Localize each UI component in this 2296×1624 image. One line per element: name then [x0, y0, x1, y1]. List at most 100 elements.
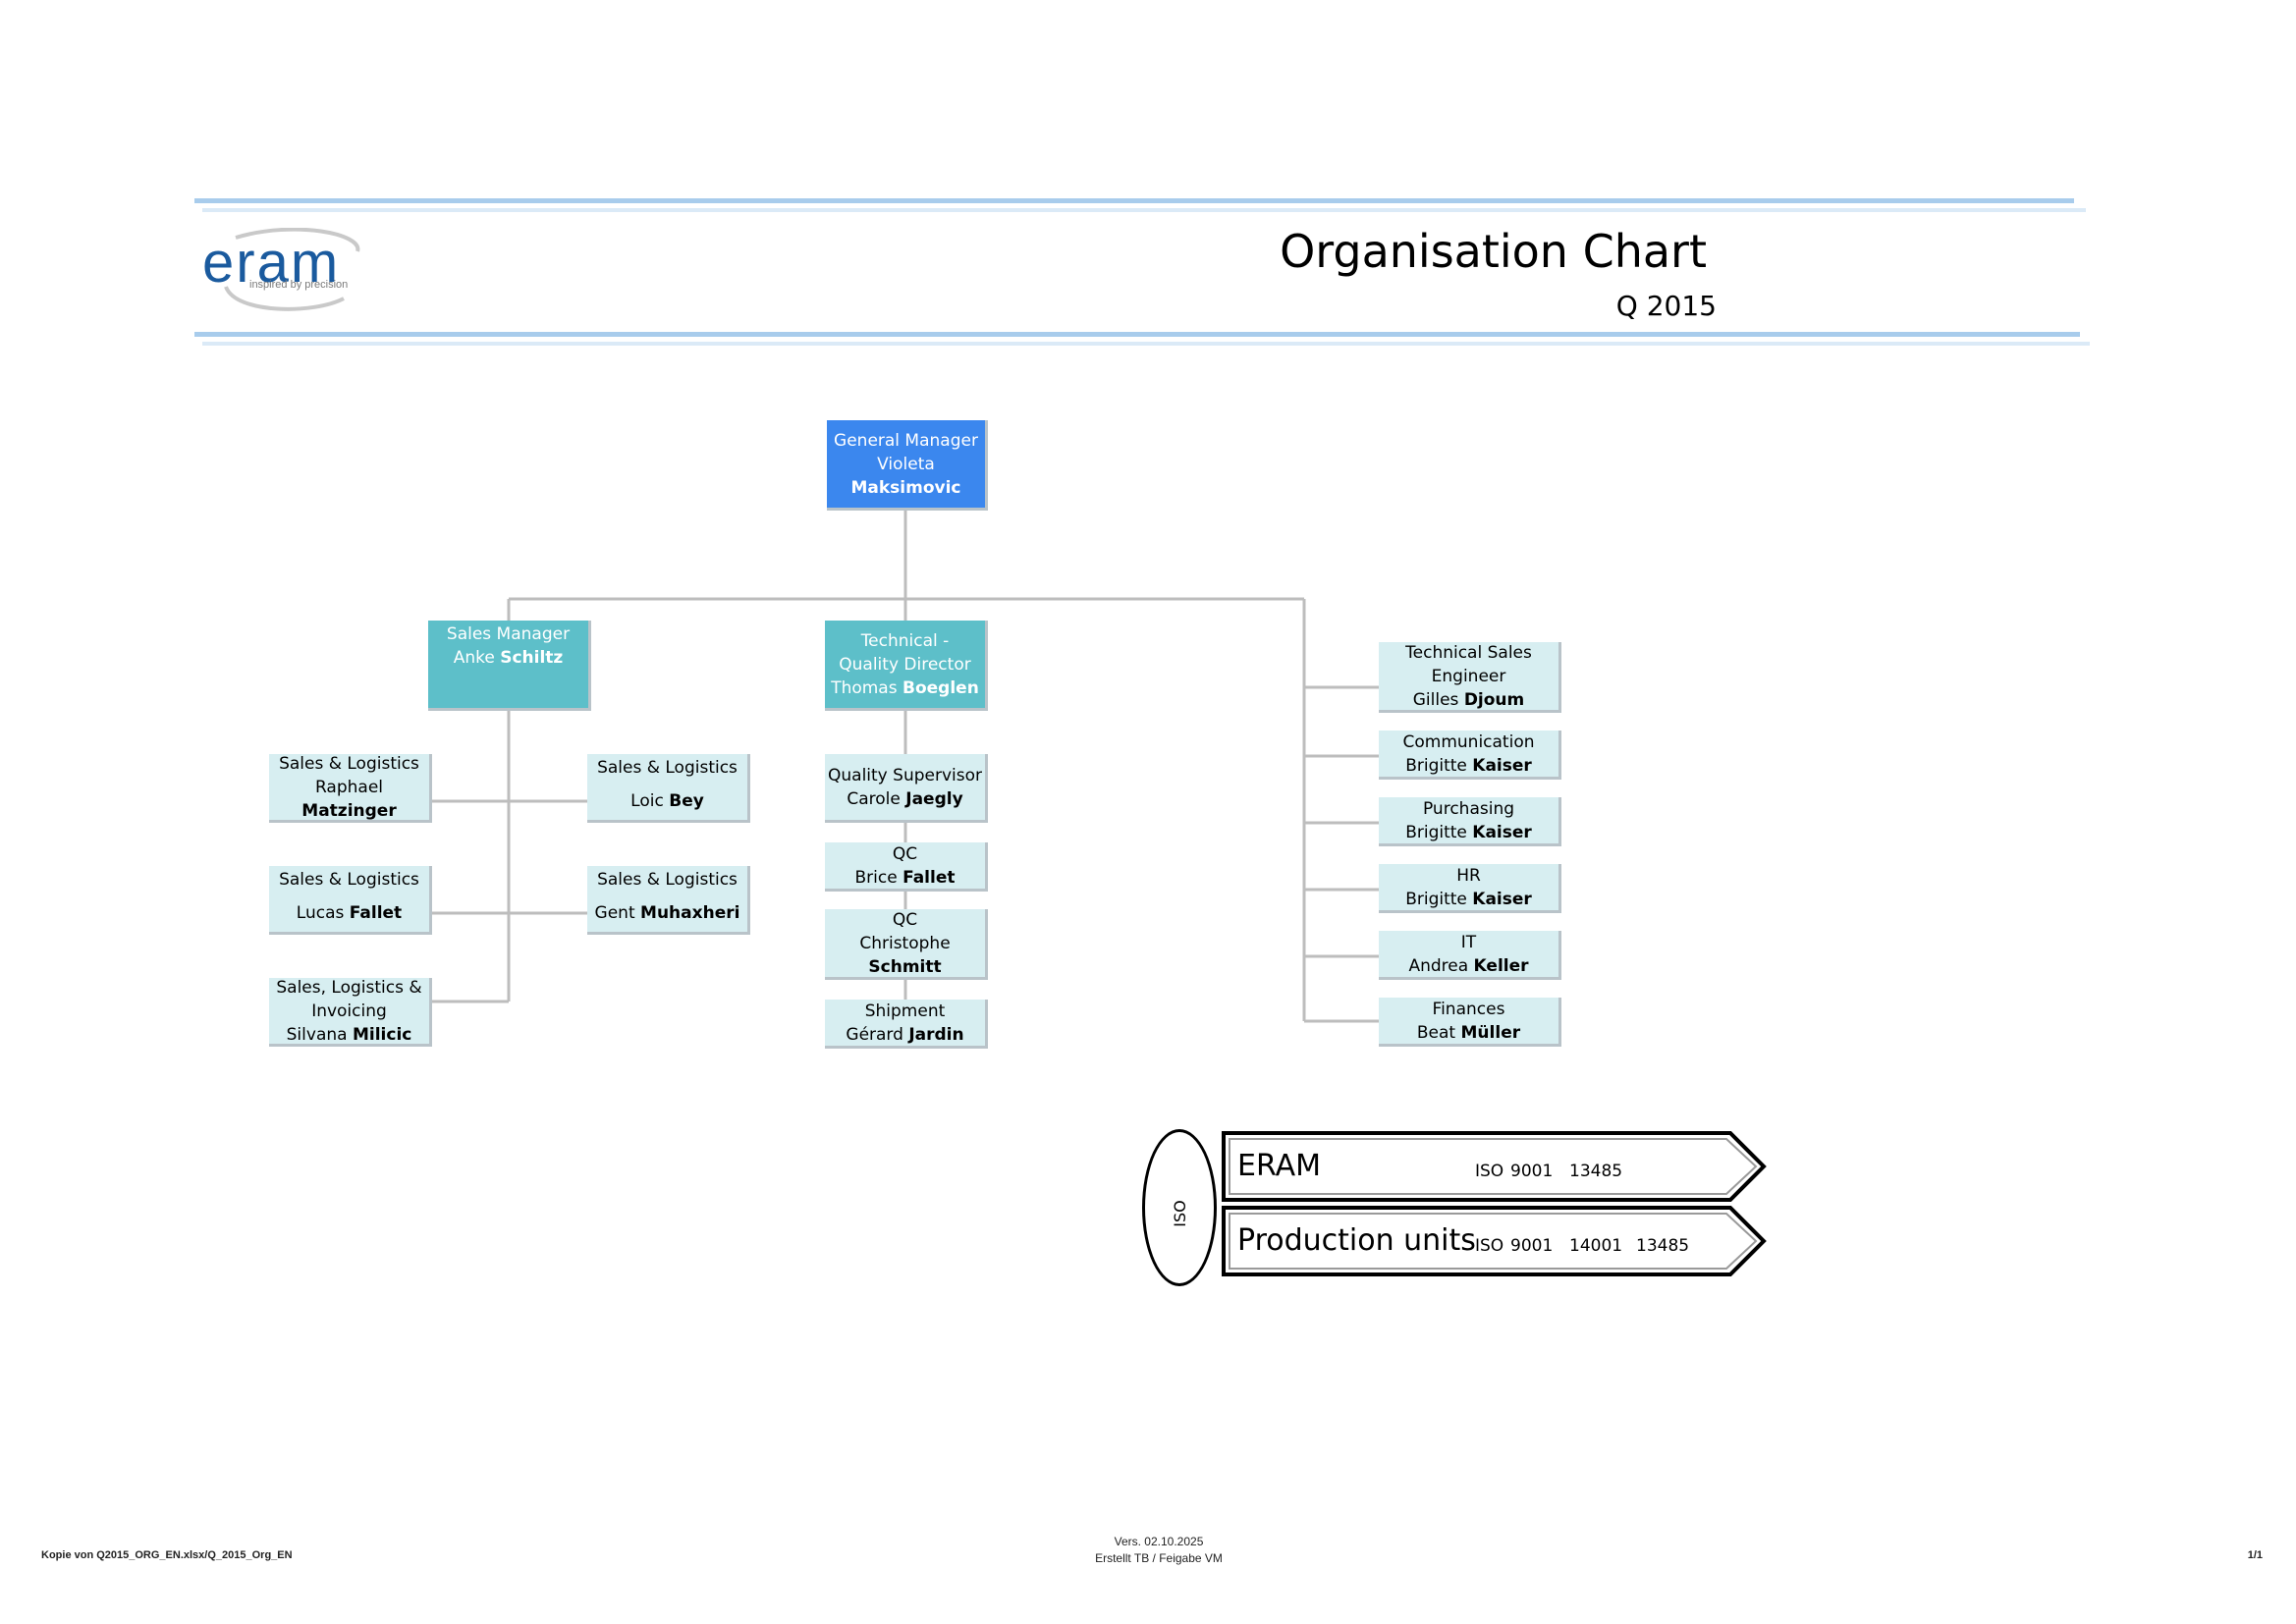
person-first-name: Brice — [854, 867, 898, 888]
sales-staff-box: Sales, Logistics & Invoicing Silvana Mil… — [269, 978, 432, 1047]
iso-row-eram-std: 9001 — [1510, 1162, 1554, 1181]
footer-created: Erstellt TB / Feigabe VM — [1095, 1551, 1223, 1565]
role-title: Technical Sales Engineer — [1405, 642, 1532, 686]
iso-row-production-std: 9001 — [1510, 1236, 1554, 1256]
person-last-name: Djoum — [1463, 689, 1525, 710]
person-last-name: Schiltz — [500, 648, 564, 668]
role-title: Communication — [1402, 731, 1535, 752]
person-last-name: Muhaxheri — [640, 903, 740, 923]
person-last-name: Bey — [669, 791, 704, 811]
person-last-name: Matzinger — [301, 800, 397, 821]
role-title: Sales & Logistics — [279, 870, 419, 890]
role-title: Sales & Logistics — [597, 870, 738, 890]
staff-function-box: Technical Sales Engineer Gilles Djoum — [1379, 642, 1561, 713]
general-manager-box: General Manager Violeta Maksimovic — [827, 420, 988, 511]
iso-oval — [1142, 1129, 1217, 1286]
person-first-name: Brigitte — [1405, 755, 1467, 776]
person-last-name: Jardin — [908, 1024, 964, 1045]
person-first-name: Gent — [594, 903, 635, 923]
person-last-name: Milicic — [352, 1024, 412, 1045]
person-first-name: Loic — [630, 791, 664, 811]
person-first-name: Anke — [453, 648, 495, 668]
person-first-name: Andrea — [1408, 955, 1469, 976]
logo-wordmark: eram — [202, 231, 341, 295]
role-title: IT — [1460, 932, 1477, 952]
technical-director-box: Technical -Quality Director Thomas Boegl… — [825, 621, 988, 711]
role-title: Quality Supervisor — [828, 765, 982, 785]
person-last-name: Keller — [1473, 955, 1529, 976]
sales-staff-box: Sales & Logistics Gent Muhaxheri — [587, 866, 750, 935]
person-first-name: Gilles — [1412, 689, 1459, 710]
person-first-name: Beat — [1416, 1022, 1456, 1043]
technical-staff-box: QC Brice Fallet — [825, 842, 988, 892]
person-first-name: Thomas — [831, 677, 898, 698]
iso-row-eram-std: 13485 — [1569, 1162, 1623, 1181]
sales-staff-box: Sales & Logistics Loic Bey — [587, 754, 750, 823]
header-top-rule — [194, 198, 2074, 203]
role-title: Finances — [1432, 999, 1505, 1019]
logo-tagline: inspired by precision — [249, 279, 349, 291]
role-title: QC — [892, 909, 918, 930]
staff-function-box: Finances Beat Müller — [1379, 998, 1561, 1047]
page-title: Organisation Chart — [1280, 225, 1707, 278]
person-last-name: Boeglen — [902, 677, 979, 698]
role-title: HR — [1456, 865, 1481, 886]
person-last-name: Kaiser — [1472, 755, 1532, 776]
person-last-name: Schmitt — [868, 956, 942, 977]
page-subtitle: Q 2015 — [1615, 290, 1717, 322]
role-title: Shipment — [864, 1001, 946, 1021]
person-last-name: Kaiser — [1472, 822, 1532, 842]
person-first-name: Silvana — [286, 1024, 348, 1045]
iso-arrow-eram — [1222, 1131, 1767, 1202]
person-first-name: Brigitte — [1405, 822, 1467, 842]
technical-staff-box: QC Christophe Schmitt — [825, 909, 988, 980]
role-title: Sales Manager — [446, 624, 571, 644]
staff-function-box: Communication Brigitte Kaiser — [1379, 731, 1561, 780]
staff-function-box: Purchasing Brigitte Kaiser — [1379, 797, 1561, 846]
person-first-name: Christophe — [859, 933, 951, 953]
role-title: Sales & Logistics — [279, 753, 419, 774]
header-bottom-rule-light — [202, 342, 2090, 346]
iso-row-eram-prefix: ISO — [1475, 1162, 1504, 1181]
person-last-name: Maksimovic — [850, 477, 961, 498]
iso-row-eram-name: ERAM — [1237, 1149, 1321, 1183]
person-first-name: Gérard — [846, 1024, 903, 1045]
person-first-name: Lucas — [296, 903, 345, 923]
iso-row-production-name: Production units — [1237, 1223, 1476, 1258]
person-last-name: Jaegly — [905, 788, 963, 809]
technical-staff-box: Quality Supervisor Carole Jaegly — [825, 754, 988, 823]
footer-file: Kopie von Q2015_ORG_EN.xlsx/Q_2015_Org_E… — [41, 1549, 293, 1561]
role-title: Purchasing — [1422, 798, 1515, 819]
role-title: Sales & Logistics — [597, 758, 738, 778]
person-first-name: Violeta — [877, 454, 935, 474]
person-last-name: Fallet — [902, 867, 956, 888]
person-first-name: Raphael — [314, 777, 384, 797]
iso-row-production-prefix: ISO — [1475, 1236, 1504, 1256]
technical-staff-box: Shipment Gérard Jardin — [825, 1000, 988, 1049]
header-top-rule-light — [202, 208, 2086, 212]
role-title: Sales, Logistics & Invoicing — [276, 977, 422, 1021]
staff-function-box: HR Brigitte Kaiser — [1379, 864, 1561, 913]
eram-logo: eram inspired by precision — [196, 228, 373, 318]
person-last-name: Fallet — [349, 903, 403, 923]
header-bottom-rule — [194, 332, 2080, 337]
footer-version: Vers. 02.10.2025 — [1114, 1535, 1204, 1548]
role-title: General Manager — [834, 430, 978, 451]
person-first-name: Brigitte — [1405, 889, 1467, 909]
person-last-name: Kaiser — [1472, 889, 1532, 909]
person-last-name: Müller — [1460, 1022, 1521, 1043]
logo-swoosh — [224, 228, 360, 311]
sales-staff-box: Sales & Logistics Raphael Matzinger — [269, 754, 432, 823]
iso-row-production-std: 14001 — [1569, 1236, 1623, 1256]
iso-arrow-production — [1222, 1206, 1767, 1276]
iso-row-production-std: 13485 — [1636, 1236, 1690, 1256]
staff-function-box: IT Andrea Keller — [1379, 931, 1561, 980]
person-first-name: Carole — [847, 788, 901, 809]
sales-staff-box: Sales & Logistics Lucas Fallet — [269, 866, 432, 935]
sales-manager-box: Sales Manager Anke Schiltz — [428, 621, 591, 711]
footer-page: 1/1 — [2247, 1549, 2263, 1561]
role-title: Technical -Quality Director — [839, 630, 971, 675]
role-title: QC — [892, 843, 918, 864]
